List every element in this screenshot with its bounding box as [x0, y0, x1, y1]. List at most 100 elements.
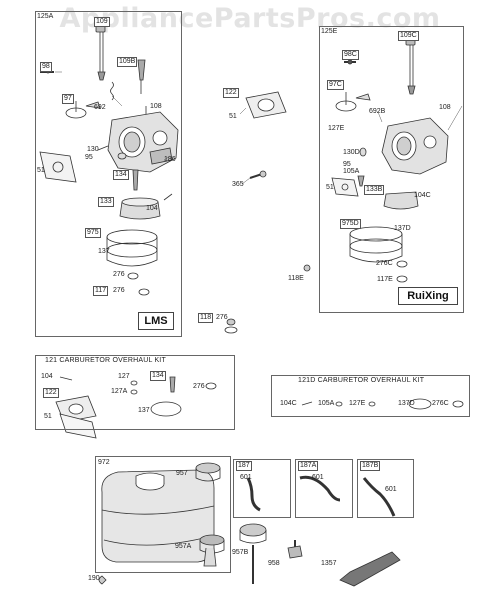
part-label-276c[interactable]: 276C — [376, 260, 393, 267]
part-label-692[interactable]: 692 — [94, 104, 106, 111]
part-label-95[interactable]: 95 — [343, 161, 351, 168]
fuel-filter-screen-icon — [339, 551, 401, 587]
group-label: 125A — [37, 13, 54, 20]
carburetor-overhaul-kit-121 — [35, 355, 235, 430]
part-label-95[interactable]: 95 — [85, 154, 93, 161]
part-label-127[interactable]: 127 — [118, 373, 130, 380]
part-label-51[interactable]: 51 — [37, 167, 45, 174]
fitting-icon — [224, 318, 238, 334]
part-callout-187a[interactable]: 187A — [298, 461, 319, 471]
part-callout-98c[interactable]: 98C — [342, 50, 359, 60]
choke-lever-icon — [65, 101, 101, 119]
part-label-365[interactable]: 365 — [232, 181, 244, 188]
part-label-601[interactable]: 601 — [385, 486, 397, 493]
part-callout-122[interactable]: 122 — [43, 388, 59, 398]
part-callout-134[interactable]: 134 — [113, 170, 129, 180]
part-label-104c[interactable]: 104C — [280, 400, 297, 407]
part-label-601[interactable]: 601 — [312, 474, 324, 481]
part-callout-109c[interactable]: 109C — [398, 31, 419, 41]
part-label-276[interactable]: 276 — [113, 271, 125, 278]
part-callout-97c[interactable]: 97C — [327, 80, 344, 90]
part-callout-118[interactable]: 118 — [198, 313, 214, 323]
part-callout-117[interactable]: 117 — [93, 286, 109, 296]
part-label-130d[interactable]: 130D — [343, 149, 360, 156]
part-label-958[interactable]: 958 — [268, 560, 280, 567]
part-label-186[interactable]: 186 — [164, 156, 176, 163]
fuel-line-icon — [362, 477, 396, 517]
fuel-cap-icon — [195, 462, 221, 482]
lms-carburetor-panel — [35, 11, 182, 337]
o-ring-icon — [130, 380, 138, 386]
pipe-icon — [97, 145, 109, 151]
kit-title: 121D CARBURETOR OVERHAUL KIT — [298, 377, 425, 384]
part-label-51[interactable]: 51 — [326, 184, 334, 191]
screw-icon — [137, 59, 146, 94]
part-label-137[interactable]: 137 — [138, 407, 150, 414]
part-callout-109b[interactable]: 109B — [117, 57, 138, 67]
part-label-105a[interactable]: 105A — [343, 168, 360, 175]
jet-icon — [169, 376, 176, 393]
part-label-127e[interactable]: 127E — [349, 400, 366, 407]
part-label-104[interactable]: 104 — [41, 373, 53, 380]
part-callout-97[interactable]: 97 — [62, 94, 74, 104]
part-label-276c[interactable]: 276C — [432, 400, 449, 407]
part-label-137d[interactable]: 137D — [394, 225, 411, 232]
part-callout-109[interactable]: 109 — [94, 17, 110, 27]
part-callout-187b[interactable]: 187B — [360, 461, 381, 471]
part-label-51[interactable]: 51 — [44, 413, 52, 420]
watermark: AppliancePartsPros.com — [59, 3, 441, 34]
part-label-51[interactable]: 51 — [229, 113, 237, 120]
nut-icon — [359, 147, 367, 157]
fuel-cap-icon — [199, 534, 225, 567]
part-callout-98[interactable]: 98 — [40, 62, 52, 72]
part-label-130[interactable]: 130 — [87, 146, 99, 153]
part-callout-133[interactable]: 133 — [98, 197, 114, 207]
washer-icon — [205, 382, 217, 390]
part-label-1357[interactable]: 1357 — [321, 560, 337, 567]
part-callout-975d[interactable]: 975D — [340, 219, 361, 229]
part-label-276[interactable]: 276 — [216, 314, 228, 321]
part-label-137[interactable]: 137 — [98, 248, 110, 255]
part-label-108[interactable]: 108 — [150, 103, 162, 110]
part-label-127e[interactable]: 127E — [328, 125, 345, 132]
part-label-104c[interactable]: 104C — [414, 192, 431, 199]
part-label-957b[interactable]: 957B — [232, 549, 249, 556]
bowl-nut-icon — [117, 152, 127, 160]
part-label-127a[interactable]: 127A — [111, 388, 128, 395]
part-callout-975[interactable]: 975 — [85, 228, 101, 238]
part-callout-187[interactable]: 187 — [236, 461, 252, 471]
part-callout-122[interactable]: 122 — [223, 88, 239, 98]
part-label-972[interactable]: 972 — [98, 459, 110, 466]
o-ring-icon — [368, 401, 376, 407]
gasket-icon — [331, 177, 359, 197]
part-callout-134[interactable]: 134 — [150, 371, 166, 381]
part-label-190[interactable]: 190 — [88, 575, 100, 582]
carburetor-overhaul-kit-121d — [271, 375, 470, 417]
bowl-gasket-icon — [408, 398, 432, 410]
part-callout-133b[interactable]: 133B — [364, 185, 385, 195]
float-icon — [383, 191, 419, 210]
fuel-cap-gauge-icon — [239, 523, 267, 584]
fuel-line-panel-187 — [233, 459, 291, 518]
part-label-105a[interactable]: 105A — [318, 400, 335, 407]
clip-icon — [98, 575, 107, 585]
part-label-137d[interactable]: 137D — [398, 400, 415, 407]
part-label-692b[interactable]: 692B — [369, 108, 386, 115]
part-label-276[interactable]: 276 — [113, 287, 125, 294]
o-ring-icon — [335, 401, 343, 407]
part-label-957[interactable]: 957 — [176, 470, 188, 477]
plug-icon — [303, 264, 311, 272]
part-label-276[interactable]: 276 — [193, 383, 205, 390]
bolt-icon — [249, 170, 267, 179]
part-label-117e[interactable]: 117E — [377, 276, 393, 283]
washer-icon — [396, 275, 408, 283]
part-label-118e[interactable]: 118E — [288, 275, 304, 282]
part-label-601[interactable]: 601 — [240, 474, 252, 481]
spacer-icon — [55, 395, 97, 439]
part-label-104[interactable]: 104 — [146, 205, 158, 212]
part-label-108[interactable]: 108 — [439, 104, 451, 111]
needle-icon — [163, 193, 173, 201]
part-label-957a[interactable]: 957A — [175, 543, 192, 550]
shutoff-valve-icon — [287, 540, 303, 559]
